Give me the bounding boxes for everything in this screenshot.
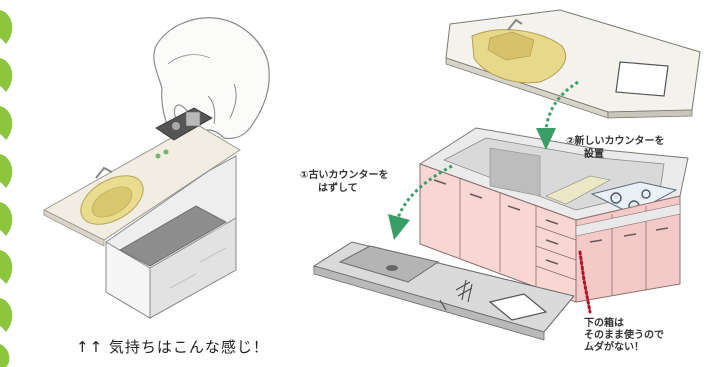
remove-arrow: [388, 164, 453, 240]
cabinet-reuse-line2: そのまま使うので: [584, 330, 664, 341]
install-new-counter-label: ②新しいカウンターを 設置: [566, 135, 664, 161]
caption-text: ↑↑ 気持ちはこんな感じ！: [76, 338, 269, 356]
cabinet-reuse-line3: ムダがない！: [584, 342, 644, 353]
install-new-line1: ②新しいカウンターを: [566, 136, 665, 147]
remove-old-line2: はずして: [318, 183, 358, 194]
cabinet-reuse-label: 下の箱は そのまま使うので ムダがない！: [584, 318, 664, 354]
remove-old-line1: ①古いカウンターを: [300, 170, 389, 181]
new-countertop: [445, 9, 701, 119]
cabinet-reuse-pointer: [578, 250, 592, 314]
old-countertop: [312, 241, 575, 341]
small-kitchen-model: [42, 107, 241, 247]
leaf-border: [0, 10, 13, 367]
remove-old-counter-label: ①古いカウンターを はずして: [300, 169, 388, 195]
cabinet-reuse-line1: 下の箱は: [584, 318, 624, 329]
kitchen-cabinet: [418, 127, 689, 303]
small-cabinet-box: [105, 155, 237, 319]
install-arrow: [536, 80, 579, 150]
install-new-line2: 設置: [584, 149, 604, 160]
